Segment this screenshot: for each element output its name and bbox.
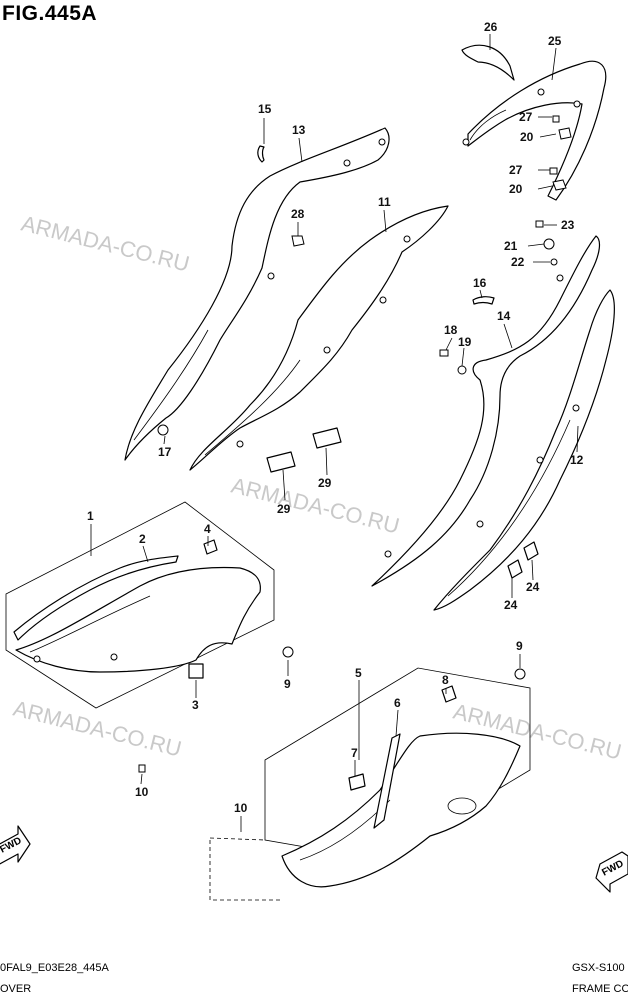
callout-2: 2 <box>139 532 146 546</box>
callout-21: 21 <box>504 239 518 253</box>
callout-24: 24 <box>504 598 518 612</box>
part-29-cushion <box>312 427 342 449</box>
part-13-frame-cover-left <box>124 127 390 461</box>
callout-8: 8 <box>442 673 449 687</box>
callout-18: 18 <box>444 323 458 337</box>
part-24-pad <box>523 541 539 561</box>
diagram-code: 0FAL9_E03E28_445A <box>0 962 109 974</box>
watermark: ARMADA-CO.RU <box>19 211 192 277</box>
part-8-pad <box>441 685 457 703</box>
callout-22: 22 <box>511 255 525 269</box>
part-29-cushion <box>266 451 296 473</box>
model-label: GSX-S100 <box>572 962 625 974</box>
callout-27: 27 <box>509 163 523 177</box>
callout-4: 4 <box>204 522 211 536</box>
callout-6: 6 <box>394 696 401 710</box>
part-7-pad <box>348 773 366 791</box>
part-26-seal <box>461 44 515 81</box>
callout-10: 10 <box>135 785 149 799</box>
part-25-tail-cover <box>467 60 607 201</box>
callout-29: 29 <box>318 476 332 490</box>
callout-1: 1 <box>87 509 94 523</box>
part-4-pad <box>203 539 218 555</box>
callout-10: 10 <box>234 801 248 815</box>
callout-27: 27 <box>519 110 533 124</box>
callout-7: 7 <box>351 746 358 760</box>
part-5-lower-cover <box>281 732 521 888</box>
part-12-frame-cover-rear <box>433 289 615 611</box>
callout-13: 13 <box>292 123 306 137</box>
watermark: ARMADA-CO.RU <box>11 696 184 762</box>
part-11-frame-cover-inner <box>189 205 449 471</box>
figure-title: FIG.445A <box>2 2 98 25</box>
callout-14: 14 <box>497 309 511 323</box>
callout-20: 20 <box>509 182 523 196</box>
callout-11: 11 <box>378 195 391 209</box>
part-16-seal <box>472 296 495 305</box>
part-3-pad <box>188 663 204 679</box>
section-caption: FRAME CO <box>572 983 628 995</box>
fwd-arrow-icon <box>0 825 31 865</box>
callout-29: 29 <box>277 502 291 516</box>
callout-9: 9 <box>284 677 291 691</box>
part-24-pad <box>507 559 523 579</box>
fwd-arrow-icon <box>595 851 628 893</box>
part-6-trim <box>373 733 401 829</box>
callout-3: 3 <box>192 698 199 712</box>
callout-26: 26 <box>484 20 498 34</box>
callout-9: 9 <box>516 639 523 653</box>
callout-5: 5 <box>355 666 362 680</box>
callout-19: 19 <box>458 335 472 349</box>
part-14-frame-cover-right <box>371 235 601 587</box>
callout-16: 16 <box>473 276 487 290</box>
part-15-seal <box>257 145 265 163</box>
assembly-box-1 <box>5 501 275 709</box>
callout-15: 15 <box>258 102 272 116</box>
diagram-caption: OVER <box>0 983 32 995</box>
callout-25: 25 <box>548 34 562 48</box>
callout-28: 28 <box>291 207 305 221</box>
callout-17: 17 <box>158 445 172 459</box>
part-2-trim <box>13 555 179 641</box>
callout-20: 20 <box>520 130 534 144</box>
callout-24: 24 <box>526 580 540 594</box>
callout-23: 23 <box>561 218 575 232</box>
part-1-side-cover <box>15 566 261 673</box>
watermark: ARMADA-CO.RU <box>229 473 402 539</box>
callout-12: 12 <box>570 453 584 467</box>
assembly-box-5 <box>264 667 531 861</box>
